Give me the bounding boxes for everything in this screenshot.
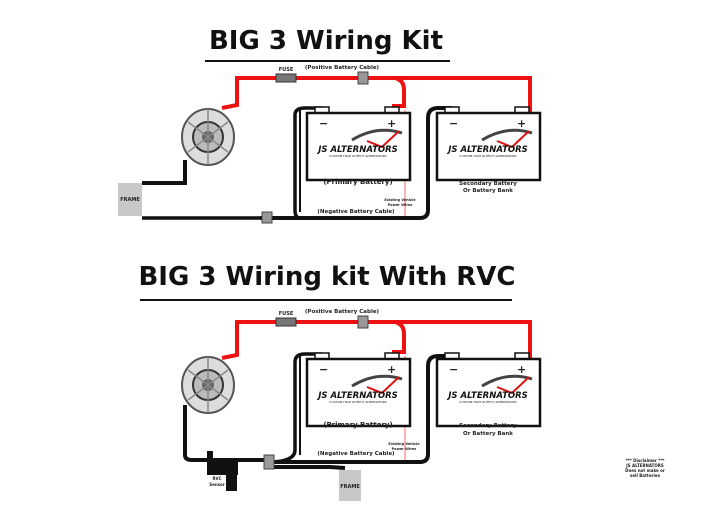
existing-wires-label: Existing Vehicle: [384, 198, 416, 202]
diagram-title: BIG 3 Wiring kit With RVC: [138, 262, 515, 292]
positive-branch: [392, 320, 406, 354]
frame-label: FRAME: [340, 484, 360, 490]
secondary-negative-cable: [270, 354, 452, 464]
brand-tagline: CUSTOM HIGH OUTPUT ALTERNATORS: [459, 154, 516, 158]
fuse-label: FUSE: [279, 311, 294, 317]
fuse-label: FUSE: [279, 67, 294, 73]
fuse-icon: [275, 317, 297, 327]
secondary-battery: − + JS ALTERNATORS CUSTOM HIGH OUTPUT AL…: [435, 351, 542, 428]
positive-cable: [221, 320, 532, 360]
diagram-big3-rvc: BIG 3 Wiring kit With RVC FUSE (Positive…: [138, 262, 542, 501]
primary-battery: − + JS ALTERNATORS CUSTOM HIGH OUTPUT AL…: [305, 351, 412, 428]
positive-cable-label: (Positive Battery Cable): [305, 65, 380, 71]
cable-connector: [261, 211, 273, 224]
primary-battery: − + JS ALTERNATORS CUSTOM HIGH OUTPUT AL…: [305, 105, 412, 182]
brand-logo: JS ALTERNATORS: [316, 391, 398, 401]
brand-logo: JS ALTERNATORS: [446, 145, 528, 155]
fuse-icon: [275, 73, 297, 83]
brand-tagline: CUSTOM HIGH OUTPUT ALTERNATORS: [329, 154, 386, 158]
positive-terminal: +: [517, 117, 526, 130]
brand-logo: JS ALTERNATORS: [446, 391, 528, 401]
disclaimer: *** Disclaimer *** JS ALTERNATORS Does n…: [625, 458, 665, 478]
positive-cable-label: (Positive Battery Cable): [305, 309, 380, 315]
negative-terminal: −: [449, 117, 458, 130]
rvc-sensor: [207, 451, 238, 491]
brand-tagline: CUSTOM HIGH OUTPUT ALTERNATORS: [329, 400, 386, 404]
alternator-icon: [181, 108, 235, 166]
brand-tagline: CUSTOM HIGH OUTPUT ALTERNATORS: [459, 400, 516, 404]
disclaimer-line: *** Disclaimer ***: [625, 458, 665, 463]
existing-wires-label: Existing Vehicle: [388, 442, 420, 446]
negative-terminal: −: [449, 363, 458, 376]
existing-wires-label: Power Wires: [392, 447, 417, 451]
primary-battery-label: (Primary Battery): [323, 178, 392, 186]
positive-branch: [392, 76, 406, 108]
positive-terminal: +: [517, 363, 526, 376]
secondary-battery: − + JS ALTERNATORS CUSTOM HIGH OUTPUT AL…: [435, 105, 542, 182]
alternator-ground-cable: [142, 160, 187, 185]
alternator-icon: [181, 356, 235, 414]
cable-connector: [357, 71, 369, 85]
positive-terminal: +: [387, 117, 396, 130]
negative-terminal: −: [319, 363, 328, 376]
alternator-ground-cable: [183, 405, 268, 462]
frame-label: FRAME: [120, 197, 140, 203]
secondary-battery-label: Secondary Battery: [459, 181, 517, 187]
negative-terminal: −: [319, 117, 328, 130]
negative-cable-label: (Negative Battery Cable): [317, 209, 395, 215]
secondary-battery-label: Secondary Battery: [459, 423, 517, 429]
disclaimer-line: JS ALTERNATORS: [625, 463, 664, 468]
diagram-big3: BIG 3 Wiring Kit FUSE (Positive Battery …: [118, 26, 542, 224]
disclaimer-line: sell Batteries: [630, 473, 661, 478]
diagram-title: BIG 3 Wiring Kit: [209, 26, 443, 56]
frame-ground-cable: [270, 465, 346, 470]
frame-block: [339, 470, 361, 501]
frame-block: [118, 183, 142, 216]
cable-connector: [357, 315, 369, 329]
disclaimer-line: Does not make or: [625, 468, 665, 473]
rvc-sensor-label: Sensor: [209, 482, 225, 487]
cable-connector: [263, 454, 275, 470]
secondary-battery-label: Or Battery Bank: [463, 188, 513, 194]
existing-wires-label: Power Wires: [388, 203, 413, 207]
brand-logo: JS ALTERNATORS: [316, 145, 398, 155]
rvc-sensor-label: RVC: [212, 476, 221, 481]
negative-cable-label: (Negative Battery Cable): [317, 451, 395, 457]
secondary-battery-label: Or Battery Bank: [463, 431, 513, 437]
primary-battery-label: (Primary Battery): [323, 421, 392, 429]
secondary-negative-cable: [260, 106, 452, 220]
positive-cable: [221, 76, 532, 112]
positive-terminal: +: [387, 363, 396, 376]
